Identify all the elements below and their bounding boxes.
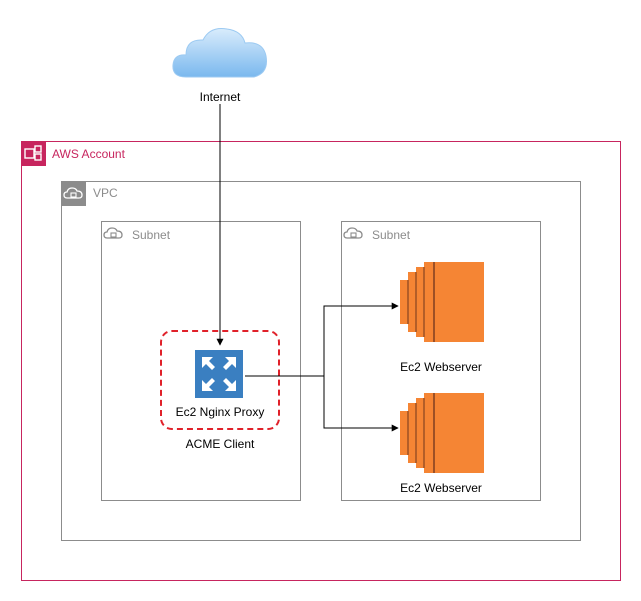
acme-client-label: ACME Client (185, 437, 255, 451)
ec2-instance-icon[interactable] (400, 262, 484, 342)
vpc-group (61, 181, 581, 541)
subnet-left-label: Subnet (132, 228, 171, 242)
subnet-left-group (101, 221, 301, 501)
webserver-top-label: Ec2 Webserver (400, 360, 482, 374)
subnet-right-label: Subnet (372, 228, 411, 242)
elastic-load-balancer-icon[interactable] (195, 350, 243, 398)
ec2-instance-icon[interactable] (400, 393, 484, 473)
proxy-to-webserver-bottom-connector (245, 375, 399, 432)
aws-account-group (21, 141, 621, 581)
subnet-right-group (341, 221, 541, 501)
internet-label: Internet (199, 90, 241, 104)
internet-cloud-icon (172, 28, 267, 78)
webserver-bottom-label: Ec2 Webserver (400, 481, 482, 495)
subnet-right-icon (341, 221, 366, 246)
subnet-left-icon (101, 221, 126, 246)
vpc-icon (61, 181, 86, 206)
vpc-label: VPC (93, 186, 118, 200)
proxy-to-webserver-top-connector (245, 302, 399, 377)
aws-account-icon (21, 141, 46, 166)
aws-account-label: AWS Account (52, 147, 125, 161)
proxy-label: Ec2 Nginx Proxy (175, 405, 265, 419)
